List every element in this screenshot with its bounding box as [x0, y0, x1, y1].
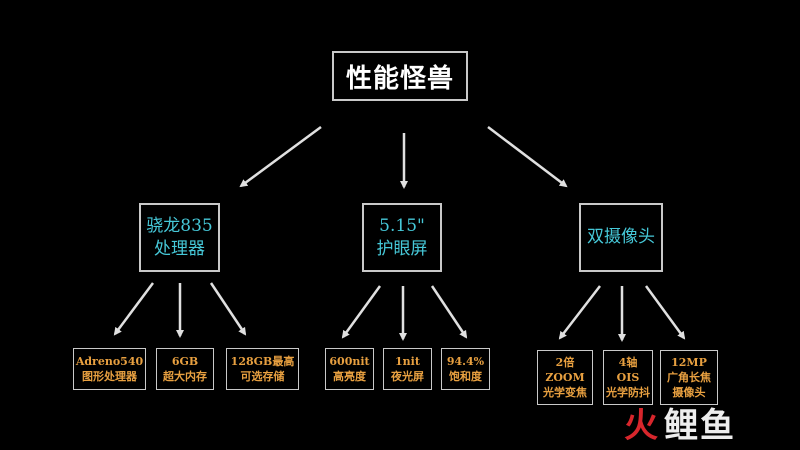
arrow-branch-1-leaf-1: [113, 282, 155, 336]
watermark-text: 鲤鱼: [664, 405, 736, 446]
leaf-label-line: 12MP: [671, 356, 707, 369]
leaf-label-line: 摄像头: [672, 386, 706, 399]
branch-node-camera: 双摄像头: [579, 203, 663, 272]
leaf-label-line: 光学防抖: [606, 386, 650, 399]
leaf-label-line: 饱和度: [449, 370, 482, 383]
branch-label-line: 双摄像头: [587, 227, 655, 247]
leaf-node-storage: 128GB最高 可选存储: [226, 348, 299, 390]
leaf-label-line: 4轴: [618, 356, 638, 369]
arrow-branch-2-leaf-1: [341, 285, 382, 339]
arrow-branch-2-leaf-3: [430, 285, 468, 339]
branch-label-line: 处理器: [154, 238, 205, 259]
leaf-label-line: 广角长焦: [667, 371, 711, 384]
leaf-label-line: 图形处理器: [82, 370, 137, 383]
leaf-label-line: 光学变焦: [543, 386, 587, 399]
leaf-label-line: 超大内存: [163, 370, 207, 383]
arrow-root-to-branch-1: [239, 125, 322, 188]
leaf-node-ois: 4轴 OIS 光学防抖: [603, 350, 653, 405]
branch-label-line: 护眼屏: [376, 238, 428, 259]
root-node: 性能怪兽: [332, 51, 468, 101]
leaf-label-line: 94.4%: [446, 355, 485, 368]
leaf-label-line: 2倍: [555, 356, 575, 369]
leaf-label-line: 600nit: [329, 355, 370, 368]
arrow-root-to-branch-3: [487, 126, 568, 188]
arrow-branch-3-leaf-1: [558, 285, 601, 340]
leaf-label-line: 高亮度: [333, 370, 366, 383]
branch-label-line: 骁龙835: [146, 215, 213, 236]
leaf-label-line: 1nit: [395, 355, 420, 368]
arrow-branch-1-leaf-3: [209, 282, 247, 336]
branch-label-line: 5.15": [379, 215, 425, 236]
leaf-label-line: 128GB最高: [230, 355, 295, 368]
leaf-node-memory: 6GB 超大内存: [156, 348, 214, 390]
arrow-branch-3-leaf-3: [644, 285, 686, 340]
leaf-label-line: OIS: [616, 371, 640, 384]
leaf-node-saturation: 94.4% 饱和度: [441, 348, 490, 390]
leaf-node-brightness: 600nit 高亮度: [325, 348, 374, 390]
watermark-logo: 火 鲤鱼: [624, 401, 784, 446]
leaf-node-optical-zoom: 2倍 ZOOM 光学变焦: [537, 350, 593, 405]
leaf-label-line: 6GB: [171, 355, 199, 368]
branch-node-processor: 骁龙835 处理器: [139, 203, 220, 272]
leaf-node-gpu: Adreno540 图形处理器: [73, 348, 146, 390]
leaf-node-telephoto: 12MP 广角长焦 摄像头: [660, 350, 718, 405]
leaf-label-line: Adreno540: [75, 355, 144, 368]
leaf-label-line: 可选存储: [240, 370, 285, 383]
leaf-label-line: ZOOM: [545, 371, 585, 384]
leaf-label-line: 夜光屏: [391, 370, 424, 383]
branch-node-screen: 5.15" 护眼屏: [362, 203, 442, 272]
watermark-red-text: 火: [624, 405, 660, 446]
leaf-node-night-screen: 1nit 夜光屏: [383, 348, 432, 390]
root-label: 性能怪兽: [345, 63, 454, 94]
